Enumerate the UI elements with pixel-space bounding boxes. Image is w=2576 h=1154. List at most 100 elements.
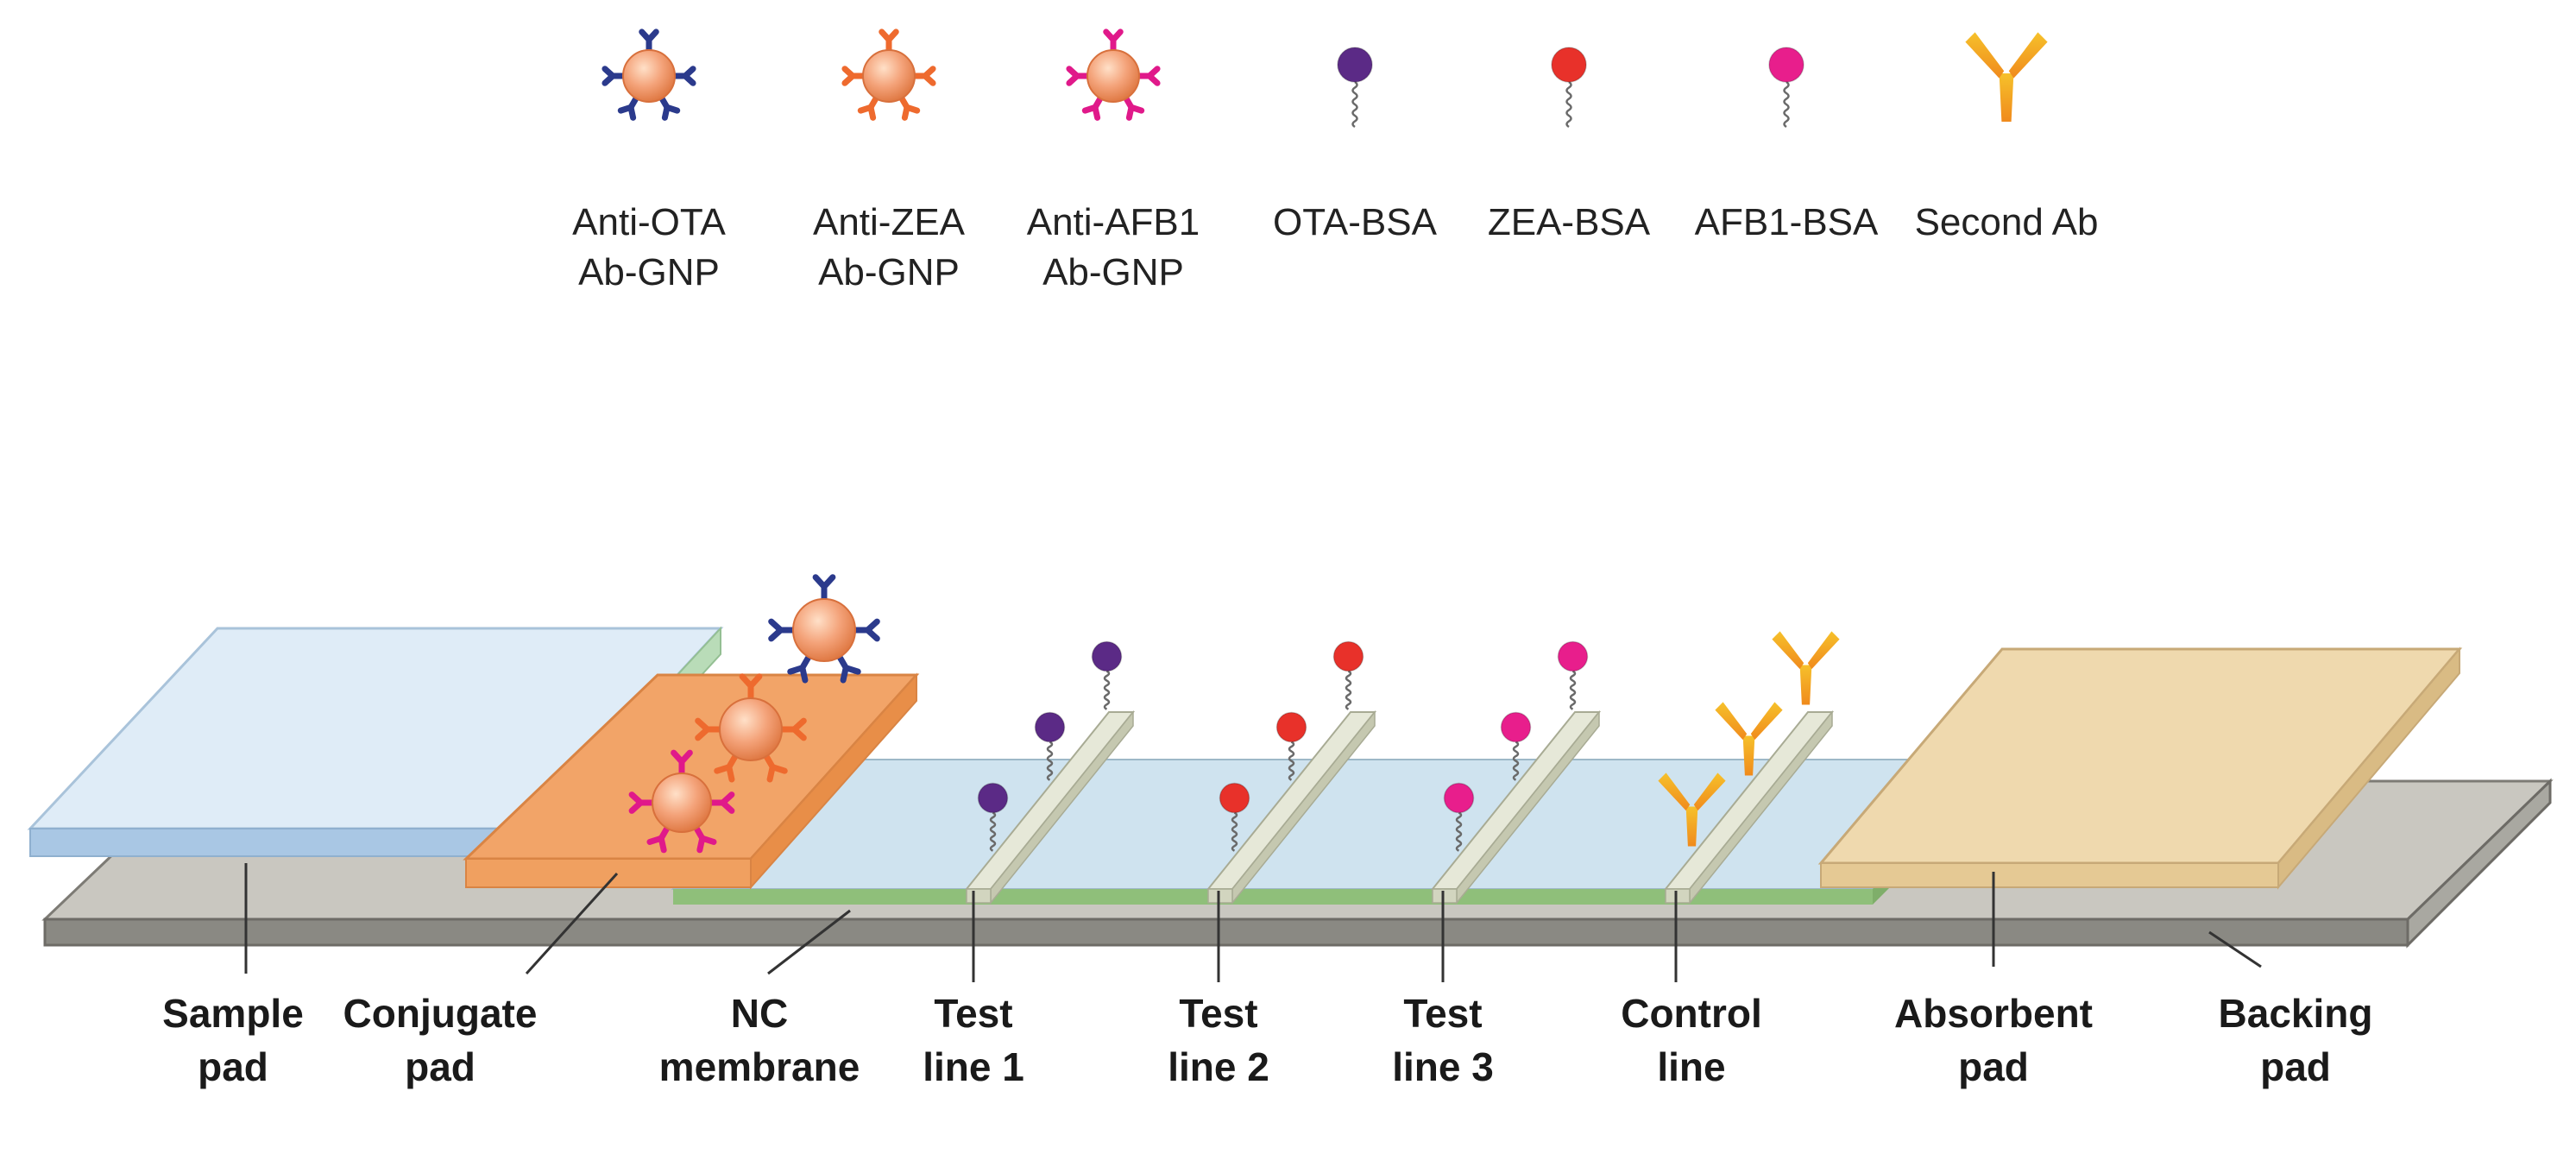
antigen-ball-icon <box>1275 711 1307 743</box>
test-line-2-strip <box>1206 709 1377 905</box>
test-line-3-strip <box>1430 709 1602 905</box>
pad-anti-zea-conjugate <box>695 673 807 783</box>
part-label-line: Absorbent <box>1894 991 2093 1036</box>
part-label-line: Backing <box>2219 991 2373 1036</box>
strip-zea-bsa-icon <box>1219 782 1250 852</box>
part-label-line: Sample <box>162 991 304 1036</box>
part-label-line: pad <box>2260 1044 2331 1089</box>
antigen-ball-icon <box>1219 782 1250 814</box>
legend-anti-ota-icon <box>601 28 696 121</box>
gold-nanoparticle-icon <box>622 49 676 103</box>
legend-item-anti-ota: Anti-OTA Ab-GNP <box>572 28 726 293</box>
legend-zea-bsa-icon <box>1551 47 1587 129</box>
antigen-ball-icon <box>1557 640 1589 672</box>
antigen-ball-icon <box>1500 711 1532 743</box>
gold-nanoparticle-icon <box>862 49 916 103</box>
part-label-line: membrane <box>659 1044 860 1089</box>
part-label-line: pad <box>198 1044 268 1089</box>
label-backing-pad: Backing pad <box>2219 991 2373 1089</box>
legend-label: Anti-OTA <box>572 201 726 243</box>
legend-label: Second Ab <box>1915 201 2099 243</box>
antigen-ball-icon <box>977 782 1009 814</box>
part-label-line: line 2 <box>1168 1044 1269 1089</box>
legend-item-zea-bsa: ZEA-BSA <box>1488 47 1651 243</box>
gold-nanoparticle-icon <box>792 598 856 662</box>
strip-second-ab-icon <box>1715 702 1783 776</box>
legend: Anti-OTAAb-GNPAnti-ZEAAb-GNPAnti-AFB1Ab-… <box>572 28 2099 293</box>
strip-second-ab-icon <box>1658 772 1726 847</box>
part-label-line: line <box>1657 1044 1725 1089</box>
legend-item-second-ab: Second Ab <box>1915 32 2099 243</box>
strip-ota-bsa-icon <box>977 782 1009 852</box>
antigen-ball-icon <box>1332 640 1364 672</box>
antigen-ball-icon <box>1551 47 1587 83</box>
legend-label: Anti-ZEA <box>813 201 966 243</box>
leader-lines <box>244 863 2262 982</box>
label-nc-membrane: NC membrane <box>659 991 860 1089</box>
label-test-line-1: Test line 1 <box>923 991 1024 1089</box>
strip-afb1-bsa-icon <box>1557 640 1589 710</box>
legend-item-afb1-bsa: AFB1-BSA <box>1695 47 1879 243</box>
leader-line-nc-membrane <box>767 909 851 975</box>
leader-line-backing-pad <box>2208 930 2262 968</box>
part-label-line: NC <box>731 991 788 1036</box>
part-label-line: pad <box>1958 1044 2029 1089</box>
strip-second-ab-icon <box>1772 631 1840 705</box>
strip-ota-bsa-icon <box>1034 711 1066 781</box>
label-absorbent-pad: Absorbent pad <box>1894 991 2093 1089</box>
strip-afb1-bsa-icon <box>1500 711 1532 781</box>
test-lines <box>964 709 1835 905</box>
strip-afb1-bsa-icon <box>1443 782 1475 852</box>
part-labels: Sample pad Conjugate pad NC membrane Test line … <box>162 991 2372 1089</box>
label-test-line-3: Test line 3 <box>1392 991 1494 1089</box>
legend-label: AFB1-BSA <box>1695 201 1879 243</box>
gold-nanoparticle-icon <box>652 772 712 833</box>
strip-zea-bsa-icon <box>1275 711 1307 781</box>
part-label-line: line 3 <box>1392 1044 1494 1089</box>
leader-line-conjugate-pad <box>525 872 619 975</box>
antigen-ball-icon <box>1034 711 1066 743</box>
part-label-line: Test <box>1403 991 1482 1036</box>
gold-conjugates-on-pad <box>628 574 880 854</box>
pad-anti-afb1-conjugate <box>628 749 735 854</box>
gold-nanoparticle-icon <box>719 697 783 761</box>
legend-label: Ab-GNP <box>1042 251 1184 293</box>
part-label-line: pad <box>405 1044 476 1089</box>
pad-anti-ota-conjugate <box>768 574 880 684</box>
part-label-line: Conjugate <box>343 991 538 1036</box>
antigen-ball-icon <box>1337 47 1373 83</box>
legend-ota-bsa-icon <box>1337 47 1373 129</box>
nc-membrane-shape <box>671 759 2005 905</box>
legend-anti-afb1-icon <box>1066 28 1161 121</box>
part-label-line: line 1 <box>923 1044 1024 1089</box>
antigen-ball-icon <box>1443 782 1475 814</box>
strip-zea-bsa-icon <box>1332 640 1364 710</box>
absorbent-pad-shape <box>1817 646 2463 890</box>
gold-nanoparticle-icon <box>1086 49 1140 103</box>
legend-label: OTA-BSA <box>1273 201 1438 243</box>
legend-anti-zea-icon <box>841 28 936 121</box>
legend-label: ZEA-BSA <box>1488 201 1651 243</box>
legend-label: Ab-GNP <box>818 251 960 293</box>
part-label-line: Control <box>1621 991 1762 1036</box>
legend-label: Anti-AFB1 <box>1027 201 1200 243</box>
antigen-ball-icon <box>1768 47 1804 83</box>
legend-second-ab-icon <box>1965 32 2048 122</box>
control-line-strip <box>1663 709 1835 905</box>
antigen-ball-icon <box>1091 640 1123 672</box>
legend-item-ota-bsa: OTA-BSA <box>1273 47 1438 243</box>
part-label-line: Test <box>1179 991 1257 1036</box>
label-test-line-2: Test line 2 <box>1168 991 1269 1089</box>
legend-label: Ab-GNP <box>578 251 720 293</box>
part-label-line: Test <box>934 991 1012 1036</box>
label-sample-pad: Sample pad <box>162 991 304 1089</box>
immobilized-antigens <box>977 631 1840 852</box>
legend-item-anti-zea: Anti-ZEA Ab-GNP <box>813 28 966 293</box>
strip-ota-bsa-icon <box>1091 640 1123 710</box>
label-conjugate-pad: Conjugate pad <box>343 991 538 1089</box>
label-control-line: Control line <box>1621 991 1762 1089</box>
legend-afb1-bsa-icon <box>1768 47 1804 129</box>
